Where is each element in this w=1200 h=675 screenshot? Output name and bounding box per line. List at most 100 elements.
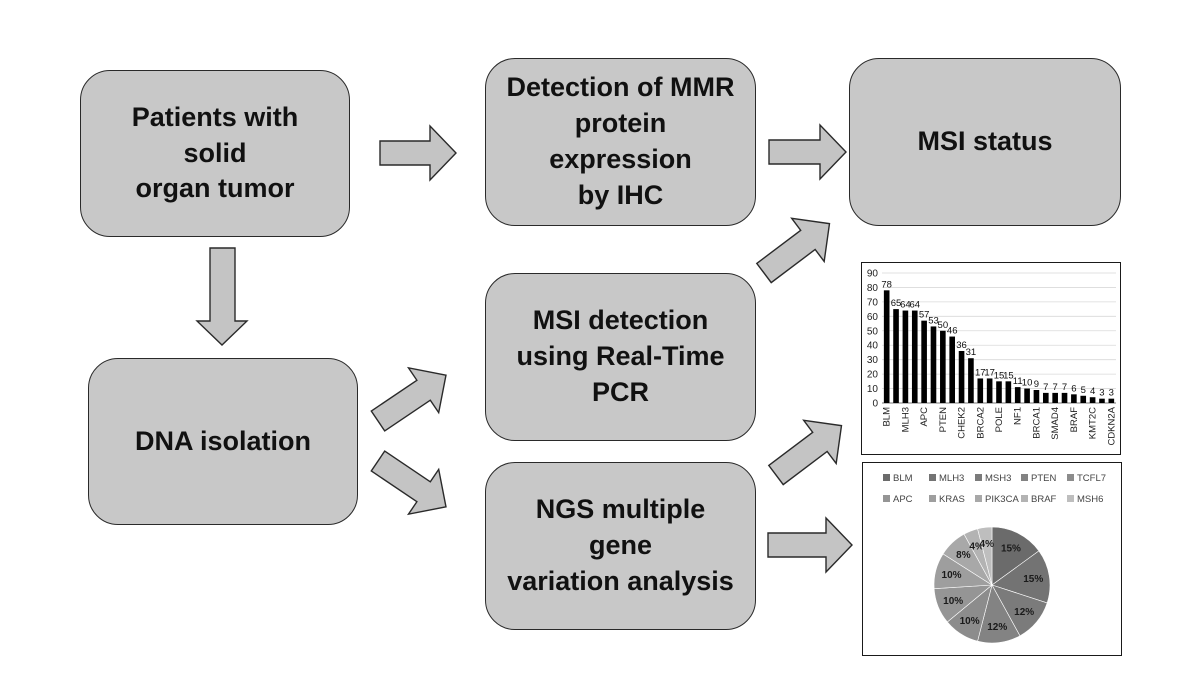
y-tick-label: 20 [867,370,879,381]
mmr-line-1: Detection of MMR [506,72,735,103]
ngs-line-1: NGS multiple gene [535,494,706,561]
y-tick-label: 70 [867,297,879,308]
legend-label: MSH3 [985,473,1011,484]
arrow-patients-to-mmr [379,124,457,182]
bar [1108,398,1115,403]
ngs-line-2: variation analysis [507,565,734,596]
pie-slice-label: 10% [942,570,962,581]
pie-slice [991,550,1051,604]
bar [1014,387,1021,403]
bar-data-label: 57 [919,310,930,321]
y-tick-label: 30 [867,355,879,366]
bar [968,358,974,403]
x-tick-label: NF1 [1013,407,1024,425]
bar [921,320,927,403]
bar-data-label: 65 [891,298,902,309]
legend-label: BLM [893,473,913,484]
legend-swatch [1067,474,1074,481]
bar-data-label: 5 [1081,385,1086,396]
bar [911,310,918,403]
bar-data-label: 4 [1090,386,1095,397]
bar-data-label: 31 [966,347,977,358]
arrow-dna-to-pcr [370,366,447,432]
bar-data-label: 3 [1109,388,1114,399]
bar-data-label: 3 [1099,388,1104,399]
bar [1005,381,1012,403]
x-tick-label: CDKN2A [1106,406,1117,445]
y-tick-label: 0 [872,399,878,410]
patients-line-1: Patients with solid [131,101,299,168]
bar [958,351,965,403]
arrow-ngs-to-bar-chart [767,419,843,486]
bar [949,336,956,403]
bar [1071,394,1077,403]
bar-data-label: 50 [938,320,949,331]
x-tick-label: BRAF [1069,407,1080,433]
bar-data-label: 9 [1034,379,1039,390]
bar-data-label: 7 [1062,382,1067,393]
pie-slice-label: 4% [969,542,984,553]
bar-data-label: 36 [956,340,967,351]
mmr-line-3: by IHC [577,179,664,210]
pie-slice-label: 8% [956,550,971,561]
bar-data-label: 6 [1071,383,1076,394]
legend-swatch [1067,495,1074,502]
msi-status-line-1: MSI status [917,126,1053,157]
pie-slice [977,526,993,586]
bar [1024,388,1030,403]
bar [1052,392,1058,403]
bar-data-label: 10 [1022,378,1033,389]
pie-slice-label: 12% [1014,607,1034,618]
legend-swatch [975,495,982,502]
patients-box: Patients with solid organ tumor [80,70,350,237]
y-tick-label: 40 [867,341,879,352]
bar-data-label: 78 [881,279,892,290]
legend-label: BRAF [1031,494,1057,505]
bar [1089,397,1096,403]
bar [1080,395,1087,403]
legend-label: KRAS [939,494,965,505]
legend-swatch [883,474,890,481]
x-tick-label: POLE [994,407,1005,432]
x-tick-label: BRCA2 [975,407,986,439]
pie-slice-label: 10% [960,616,980,627]
bar-data-label: 46 [947,326,958,337]
pcr-line-3: PCR [591,376,649,407]
dna-line-1: DNA isolation [134,425,311,456]
bar-data-label: 15 [994,370,1005,381]
pie-slice-label: 10% [943,596,963,607]
bar [977,378,984,403]
pcr-line-1: MSI detection [532,305,709,336]
legend-swatch [975,474,982,481]
legend-swatch [1021,495,1028,502]
legend-swatch [883,495,890,502]
legend-label: MSH6 [1077,494,1103,505]
pie-slice-label: 15% [1001,543,1021,554]
bar [893,309,899,403]
legend-label: TCFL7 [1077,473,1106,484]
arrow-mmr-to-msi-status [768,123,847,181]
x-tick-label: SMAD4 [1050,407,1061,440]
pie-slice-label: 4% [980,539,995,550]
bar [1061,392,1068,403]
pie-slice [991,526,1040,586]
bar [940,330,946,403]
bar [986,378,993,403]
bar-data-label: 15 [1003,370,1014,381]
msi-pcr-box: MSI detection using Real-Time PCR [485,273,756,441]
bar [1099,398,1105,403]
mmr-detection-box: Detection of MMR protein expression by I… [485,58,756,226]
y-tick-label: 50 [867,326,879,337]
y-tick-label: 80 [867,283,879,294]
legend-swatch [929,495,936,502]
legend-swatch [1021,474,1028,481]
legend-swatch [929,474,936,481]
bar [930,326,937,403]
dna-isolation-box: DNA isolation [88,358,358,525]
bar-data-label: 64 [909,300,920,311]
ngs-analysis-box: NGS multiple gene variation analysis [485,462,756,630]
y-tick-label: 10 [867,384,879,395]
